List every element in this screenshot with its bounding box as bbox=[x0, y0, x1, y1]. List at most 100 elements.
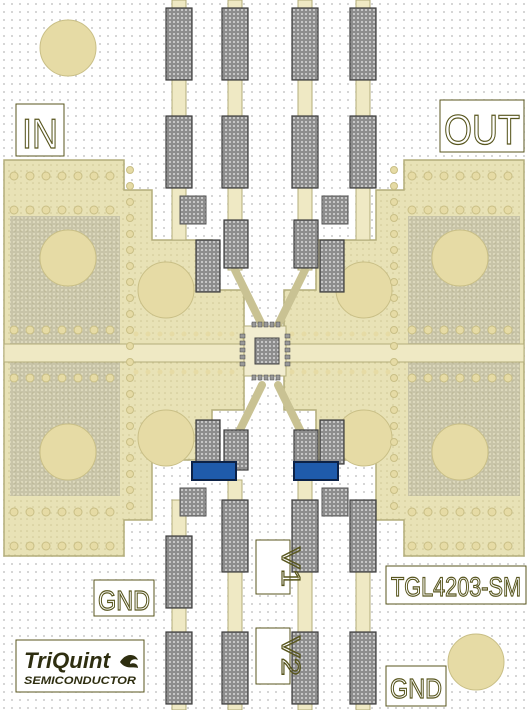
via bbox=[126, 214, 134, 222]
component-pad bbox=[165, 7, 193, 81]
via bbox=[205, 369, 211, 375]
via bbox=[145, 369, 151, 375]
via bbox=[193, 369, 199, 375]
label-in: IN bbox=[15, 103, 65, 158]
via bbox=[471, 541, 481, 551]
component-pad bbox=[165, 115, 193, 189]
via bbox=[9, 507, 19, 517]
ic-pin bbox=[263, 374, 269, 381]
via bbox=[325, 369, 331, 375]
via bbox=[439, 325, 449, 335]
via bbox=[126, 326, 134, 334]
via bbox=[301, 369, 307, 375]
via bbox=[57, 507, 67, 517]
via bbox=[181, 331, 187, 337]
mounting-hole bbox=[39, 229, 97, 287]
via bbox=[126, 278, 134, 286]
component-pad bbox=[195, 419, 221, 465]
via bbox=[126, 374, 134, 382]
ic-pin bbox=[275, 374, 281, 381]
logo-mark-icon bbox=[120, 655, 138, 668]
via bbox=[337, 369, 343, 375]
gnd-right-label: GND bbox=[390, 673, 442, 704]
component-pad bbox=[221, 115, 249, 189]
via bbox=[423, 325, 433, 335]
via bbox=[390, 454, 398, 462]
via bbox=[25, 325, 35, 335]
via bbox=[157, 369, 163, 375]
via bbox=[126, 438, 134, 446]
via bbox=[439, 541, 449, 551]
via bbox=[390, 246, 398, 254]
via bbox=[487, 373, 497, 383]
via bbox=[337, 331, 343, 337]
via bbox=[73, 507, 83, 517]
via bbox=[390, 502, 398, 510]
ic-pin bbox=[257, 374, 263, 381]
via bbox=[455, 373, 465, 383]
via bbox=[181, 369, 187, 375]
component-pad bbox=[221, 499, 249, 573]
via bbox=[89, 325, 99, 335]
via bbox=[439, 205, 449, 215]
via bbox=[439, 373, 449, 383]
component-pad bbox=[165, 631, 193, 705]
via bbox=[105, 325, 115, 335]
via bbox=[25, 171, 35, 181]
via bbox=[105, 507, 115, 517]
via bbox=[217, 331, 223, 337]
via bbox=[157, 331, 163, 337]
via bbox=[41, 541, 51, 551]
via bbox=[390, 166, 398, 174]
via bbox=[229, 369, 235, 375]
label-v2: V2 bbox=[255, 627, 307, 685]
via bbox=[126, 166, 134, 174]
via bbox=[455, 541, 465, 551]
via bbox=[390, 262, 398, 270]
via bbox=[126, 406, 134, 414]
component-pads bbox=[165, 7, 377, 705]
via bbox=[487, 507, 497, 517]
via bbox=[73, 205, 83, 215]
blue-capacitor-left bbox=[191, 461, 237, 481]
ic-pin bbox=[284, 347, 291, 353]
via bbox=[471, 205, 481, 215]
via bbox=[439, 171, 449, 181]
logo-subtitle: SEMICONDUCTOR bbox=[24, 675, 136, 687]
label-v1: V1 bbox=[255, 539, 307, 595]
via bbox=[105, 373, 115, 383]
via bbox=[25, 373, 35, 383]
via bbox=[126, 310, 134, 318]
via bbox=[455, 205, 465, 215]
via bbox=[503, 373, 513, 383]
via bbox=[373, 331, 379, 337]
via bbox=[423, 205, 433, 215]
via bbox=[105, 171, 115, 181]
via bbox=[9, 541, 19, 551]
ic-pin bbox=[284, 340, 291, 346]
via bbox=[455, 171, 465, 181]
via bbox=[313, 331, 319, 337]
v1-label: V1 bbox=[276, 547, 306, 587]
via bbox=[439, 507, 449, 517]
via bbox=[423, 541, 433, 551]
mounting-holes bbox=[39, 19, 505, 691]
via bbox=[289, 369, 295, 375]
via bbox=[361, 331, 367, 337]
via bbox=[423, 373, 433, 383]
via bbox=[407, 541, 417, 551]
pad bbox=[321, 487, 349, 517]
via bbox=[126, 342, 134, 350]
mounting-hole bbox=[39, 19, 97, 77]
via bbox=[471, 507, 481, 517]
via bbox=[41, 507, 51, 517]
via bbox=[41, 171, 51, 181]
label-out: OUT bbox=[439, 99, 525, 154]
via bbox=[390, 374, 398, 382]
via bbox=[390, 486, 398, 494]
via bbox=[133, 369, 139, 375]
component-pad bbox=[221, 7, 249, 81]
via bbox=[373, 369, 379, 375]
component-pad bbox=[349, 115, 377, 189]
